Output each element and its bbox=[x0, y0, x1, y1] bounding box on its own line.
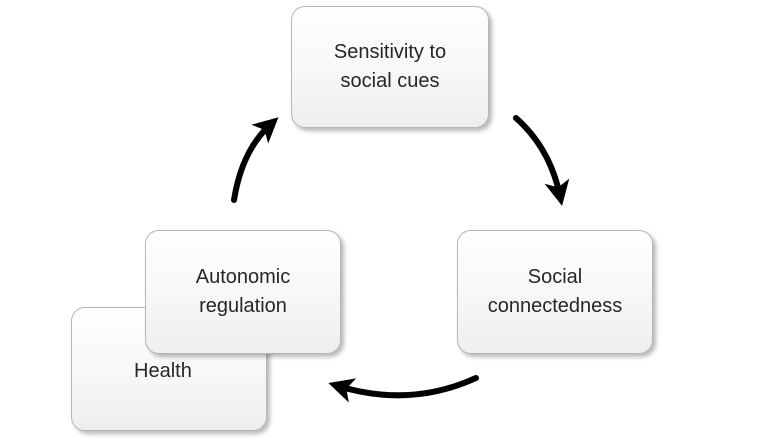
health-label: Health bbox=[134, 360, 192, 382]
arrow-sensitivity-to-social bbox=[513, 115, 570, 206]
arrow-autonomic-to-sensitivity bbox=[231, 117, 279, 203]
social-connectedness-node: Social connectedness bbox=[457, 230, 653, 354]
autonomic-regulation-label: Autonomic regulation bbox=[195, 266, 291, 317]
sensitivity-to-social-cues-label: Sensitivity to social cues bbox=[333, 41, 447, 92]
arrow-social-to-autonomic bbox=[328, 375, 479, 403]
sensitivity-to-social-cues-node: Sensitivity to social cues bbox=[291, 6, 489, 128]
autonomic-regulation-node: Autonomic regulation bbox=[145, 230, 341, 354]
social-connectedness-label: Social connectedness bbox=[487, 266, 623, 317]
